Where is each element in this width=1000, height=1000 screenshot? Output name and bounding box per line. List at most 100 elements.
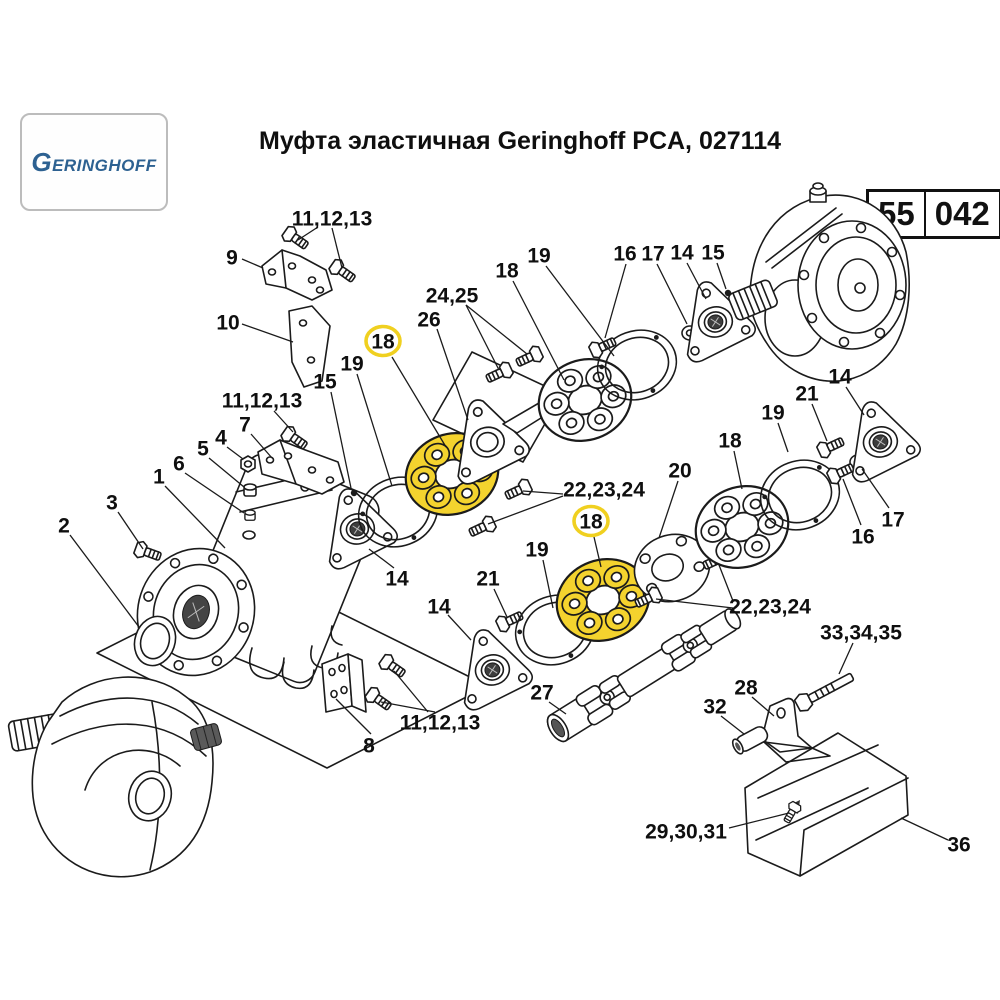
leader-line — [720, 715, 745, 735]
callout-label-14: 14 — [670, 242, 694, 265]
leader-line — [751, 696, 775, 717]
leader-line — [241, 323, 294, 343]
callout-label-18: 18 — [495, 260, 519, 283]
catalog-code-right: 042 — [923, 192, 999, 236]
leader-line — [512, 280, 565, 381]
leader-line — [447, 614, 472, 641]
leader-line — [391, 356, 447, 448]
callout-label-19: 19 — [340, 353, 363, 376]
leader-dot — [350, 489, 358, 497]
leader-line — [842, 478, 862, 526]
callout-label-8: 8 — [363, 735, 375, 758]
pin-32 — [731, 726, 769, 755]
leader-line — [226, 446, 244, 460]
leader-line — [522, 490, 564, 495]
leader-line — [811, 403, 828, 442]
callout-label-5: 5 — [197, 438, 209, 461]
coupling-disc-18-top — [526, 345, 644, 455]
leader-line — [380, 701, 436, 713]
callout-label-16: 16 — [851, 526, 874, 549]
leader-line — [335, 698, 372, 735]
leader-line — [487, 495, 564, 525]
leader-line — [250, 433, 273, 459]
callout-label-11-12-13: 11,12,13 — [222, 390, 303, 413]
leader-line — [241, 258, 264, 269]
callout-label-11-12-13: 11,12,13 — [400, 712, 481, 735]
callout-label-7: 7 — [239, 414, 251, 437]
bracket-9 — [261, 249, 333, 301]
bolt-11-12-13-top-b — [326, 256, 360, 287]
leader-line — [436, 328, 469, 421]
callout-label-29-30-31: 29,30,31 — [645, 821, 727, 844]
callout-label-10: 10 — [216, 312, 239, 335]
bracket-8 — [321, 653, 367, 713]
leader-line — [465, 304, 500, 371]
callout-label-22-23-24: 22,23,24 — [729, 596, 811, 619]
leader-line — [777, 422, 789, 453]
callout-label-11-12-13: 11,12,13 — [292, 208, 373, 231]
flange-disc-20 — [633, 533, 711, 603]
plug-5 — [243, 483, 257, 497]
callout-label-18: 18 — [371, 331, 395, 354]
leader-line — [686, 262, 707, 300]
callout-label-32: 32 — [703, 696, 726, 719]
callout-label-18: 18 — [579, 511, 603, 534]
callout-label-22-23-24: 22,23,24 — [563, 479, 645, 502]
leader-line — [656, 263, 688, 325]
leader-line — [368, 548, 395, 569]
leader-line — [208, 457, 245, 488]
callout-label-15: 15 — [701, 242, 725, 265]
callout-label-17: 17 — [641, 243, 664, 266]
callout-label-33-34-35: 33,34,35 — [820, 622, 902, 645]
logo-rest: ERINGHOFF — [52, 155, 157, 175]
leader-line — [658, 480, 679, 539]
bell-housing — [7, 676, 222, 878]
leader-line — [164, 485, 226, 549]
leader-line — [356, 373, 393, 487]
catalog-code-box: 55 042 — [866, 189, 1000, 239]
callout-label-24-25: 24,25 — [426, 285, 479, 308]
callout-label-27: 27 — [530, 682, 553, 705]
callout-label-3: 3 — [106, 492, 118, 515]
washer-small — [242, 530, 256, 540]
callout-label-14: 14 — [828, 366, 852, 389]
leader-line — [655, 598, 734, 609]
bolt-11-12-13-bottom-a — [376, 651, 410, 682]
leader-line — [184, 472, 245, 514]
breather-plug — [809, 182, 827, 203]
leader-line — [604, 263, 627, 339]
plug-6 — [244, 509, 256, 521]
plate-10 — [288, 305, 331, 388]
callout-label-18: 18 — [718, 430, 742, 453]
callout-label-15: 15 — [313, 371, 337, 394]
callout-label-4: 4 — [215, 427, 227, 450]
callout-label-9: 9 — [226, 247, 238, 270]
callout-label-19: 19 — [525, 539, 548, 562]
callout-label-14: 14 — [427, 596, 451, 619]
logo-text: GERINGHOFF — [31, 147, 156, 178]
leader-line — [393, 670, 429, 713]
long-bolt-33-34-35 — [793, 672, 855, 712]
leader-line — [69, 534, 140, 628]
leader-line — [545, 265, 615, 357]
callout-label-28: 28 — [734, 677, 758, 700]
leader-line — [733, 450, 743, 490]
leader-line — [593, 536, 602, 568]
leader-line — [548, 701, 567, 715]
bolt-22-23-24-top-b — [465, 513, 499, 542]
leader-line — [861, 468, 890, 509]
bracket-7 — [257, 439, 345, 495]
leader-line — [297, 226, 319, 241]
leader-line — [845, 386, 865, 416]
leader-line — [273, 410, 294, 433]
callout-label-19: 19 — [527, 245, 550, 268]
leader-line — [542, 559, 554, 609]
bolt-24-25-b — [512, 343, 546, 372]
highlight-circle — [364, 324, 402, 358]
bolt-3 — [132, 539, 164, 566]
leader-line — [900, 817, 949, 841]
leader-dot — [724, 289, 732, 297]
callout-label-26: 26 — [417, 309, 440, 332]
